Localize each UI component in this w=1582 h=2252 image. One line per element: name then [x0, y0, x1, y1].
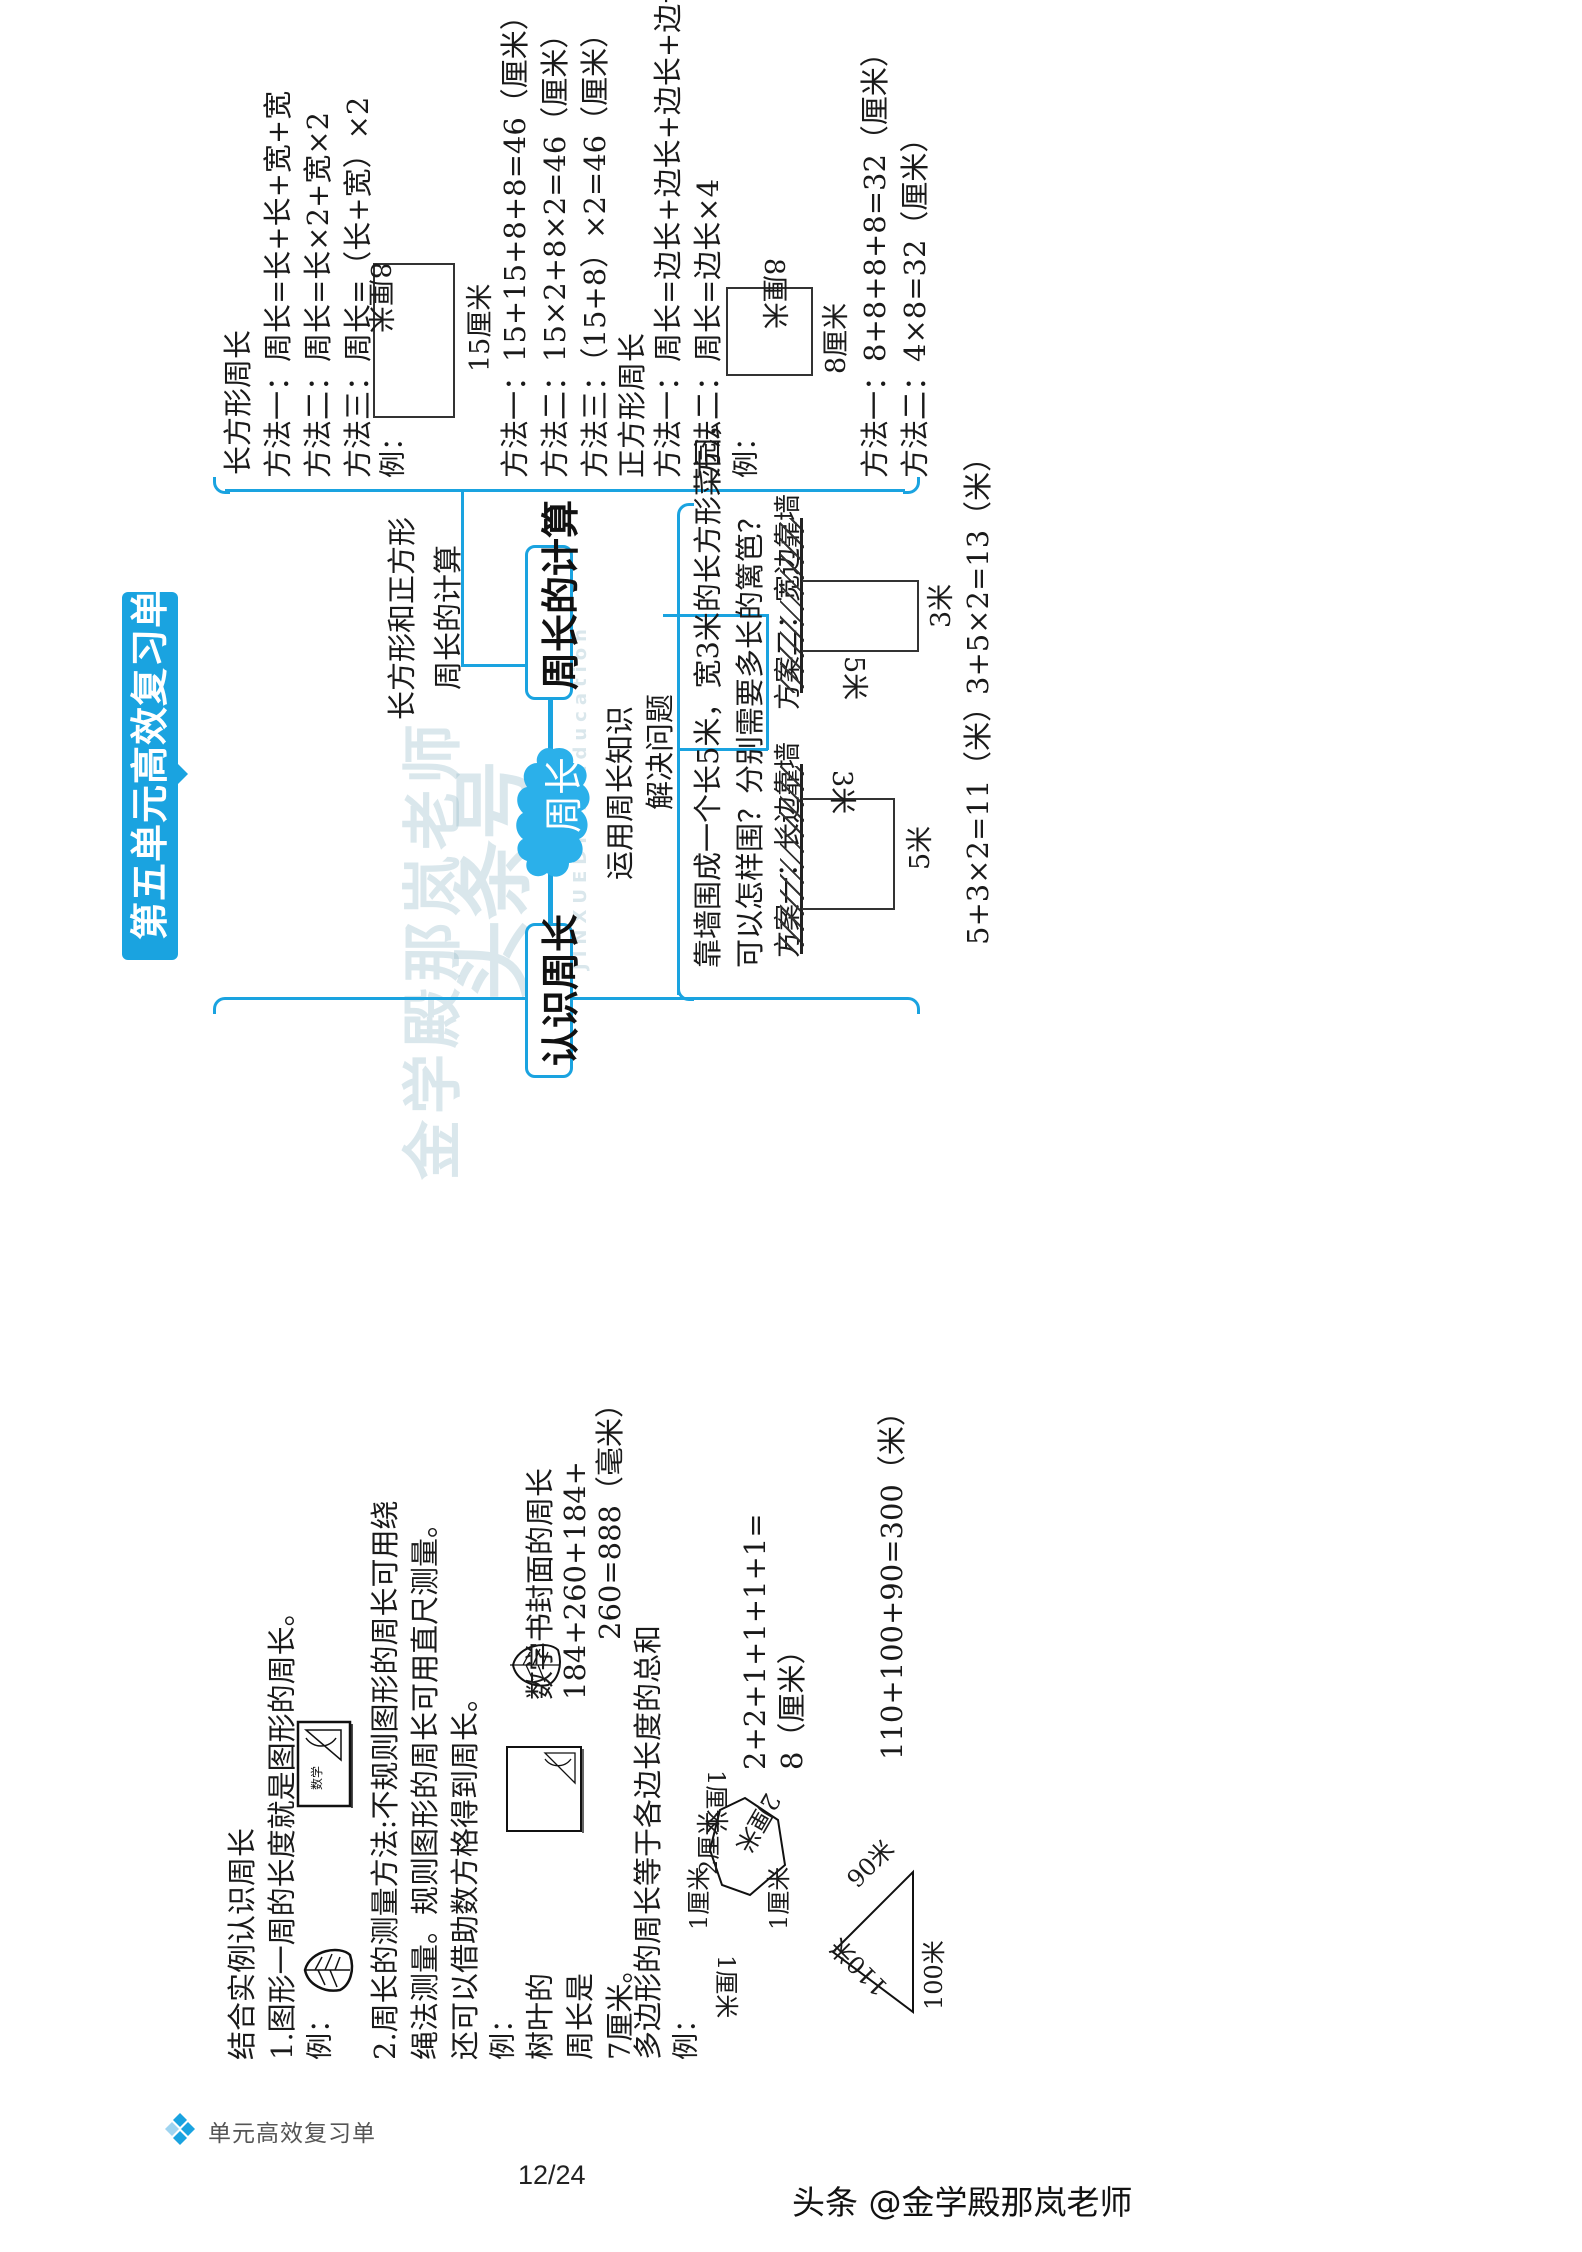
- square-dim-b: 8厘米: [821, 302, 852, 374]
- connector-rect-horizontal: [461, 664, 527, 667]
- leaf-icon-2: [510, 1644, 561, 1687]
- bracket-top-rect-left-corner: [213, 477, 230, 494]
- math-book-icon: 数学: [296, 1720, 353, 1808]
- rect-method-2: 方法二：周长=长×2+宽×2: [301, 111, 335, 478]
- recognize-point-1-example: 例：: [305, 2006, 336, 2060]
- square-example-shape: [726, 287, 813, 376]
- polygon-label-5: 1厘米: [712, 1955, 740, 2019]
- plan1-side-5m: 5米: [905, 825, 936, 870]
- bracket-problem: [677, 515, 680, 995]
- sub-branch-rect-square-line1: 长方形和正方形: [385, 516, 419, 720]
- book-text-line2: 184+260+184+: [558, 1461, 592, 1700]
- node-recognize-perimeter-label: 认识周长: [539, 913, 583, 1066]
- rect-method-1: 方法一：周长=长+长+宽+宽: [261, 90, 295, 478]
- recognize-point-2-line3: 还可以借助数方格得到周长。: [448, 1682, 482, 2060]
- square-method-1: 方法一：周长=边长+边长+边长+边长: [651, 0, 685, 478]
- plan1-answer: 5+3×2=11（米）: [961, 692, 995, 945]
- bracket-bottom-right-corner: [903, 997, 920, 1014]
- square-solution-2: 方法二：4×8=32（厘米）: [898, 123, 932, 478]
- connector-problem-vertical: [766, 614, 769, 750]
- polygon-shape: [708, 1796, 787, 1897]
- recognize-point-2-line1: 2.周长的测量方法:不规则图形的周长可用绕: [368, 1500, 402, 2060]
- rect-solution-3: 方法三：（15+8）×2=46（厘米）: [578, 18, 612, 478]
- rect-solution-2: 方法二：15×2+8×2=46（厘米）: [538, 19, 572, 478]
- polygon-label-0: 1厘米: [685, 1866, 713, 1930]
- plan2-side-5m: 5米: [838, 656, 869, 701]
- polygon-label-2: 1厘米: [702, 1770, 730, 1834]
- title-banner-pointer: [178, 764, 188, 784]
- connector-problem-join: [680, 748, 768, 751]
- spine-upper: [548, 697, 553, 757]
- recognize-intro: 结合实例认识周长: [225, 1827, 259, 2060]
- bracket-problem-top-corner: [677, 503, 694, 520]
- page-title: 第五单元高效复习单: [128, 588, 172, 940]
- square-solution-1: 方法一：8+8+8+8=32（厘米）: [858, 38, 892, 478]
- page-number: 12/24: [518, 2160, 586, 2190]
- recognize-point-3: 多边形的周长等于各边长度的总和: [631, 1624, 665, 2060]
- book-text-line1: 数学书封面的周长: [523, 1467, 557, 1700]
- leaf-text-line1: 树叶的: [523, 1972, 557, 2060]
- rect-solution-1: 方法一：15+15+8+8=46（厘米）: [498, 1, 532, 478]
- sub-branch-apply-line1: 运用周长知识: [603, 705, 637, 880]
- cloud-icon: [516, 747, 590, 877]
- node-recognize-perimeter[interactable]: 认识周长: [525, 914, 583, 1078]
- plan1-garden: [802, 798, 895, 910]
- sub-branch-rect-square-line2: 周长的计算: [431, 544, 465, 690]
- polygon-sum-line2: 8（厘米）: [775, 1635, 809, 1770]
- footer-section-label: 单元高效复习单: [208, 2121, 376, 2147]
- square-heading: 正方形周长: [615, 332, 649, 478]
- recognize-point-1: 1.图形一周的长度就是图形的周长。: [265, 1597, 299, 2060]
- plan2-garden: [802, 580, 919, 652]
- plan2-side-3m: 3米: [926, 583, 957, 628]
- recognize-point-3-example: 例：: [671, 2006, 702, 2060]
- spine-lower: [548, 870, 553, 925]
- rect-example-shape: [373, 263, 455, 418]
- square-dim-a: 8厘米: [758, 258, 789, 330]
- footer-credit: 头条 @金学殿那岚老师: [792, 2183, 1133, 2222]
- plan2-answer: 3+5×2=13（米）: [961, 442, 995, 695]
- leaf-text-line2: 周长是: [563, 1972, 597, 2060]
- recognize-point-2-example: 例：: [488, 2006, 519, 2060]
- problem-line-1: 靠墙围成一个长5米，宽3米的长方形菜园，: [691, 409, 725, 968]
- plan1-side-3m: 3米: [826, 770, 857, 815]
- center-topic-label: 周长: [542, 756, 586, 833]
- square-example-label: 例：: [731, 424, 762, 478]
- rect-example-label: 例：: [378, 424, 409, 478]
- math-book-icon-2: [506, 1746, 584, 1833]
- rect-heading: 长方形周长: [221, 329, 255, 475]
- connector-problem-horizontal: [663, 614, 768, 617]
- triangle-sum: 110+100+90=300（米）: [875, 1397, 909, 1760]
- connector-rect-vertical: [461, 490, 464, 665]
- book-text-line3: 260=888（毫米）: [593, 1388, 627, 1640]
- recognize-point-2-line2: 绳法测量。规则图形的周长可用直尺测量。: [408, 1508, 442, 2060]
- center-topic-cloud[interactable]: 周长: [515, 745, 590, 880]
- title-banner: [122, 592, 178, 960]
- sub-branch-apply-line2: 解决问题: [643, 693, 677, 810]
- polygon-sum-line1: 2+2+1+1+1+1=: [738, 1513, 772, 1771]
- bracket-bottom-left-corner: [213, 997, 230, 1014]
- plan1-wall: [800, 764, 803, 954]
- triangle-label-100: 100米: [920, 1940, 948, 2010]
- node-perimeter-calc-label: 周长的计算: [539, 499, 583, 690]
- polygon-label-4: 1厘米: [765, 1866, 793, 1930]
- node-perimeter-calc[interactable]: 周长的计算: [525, 500, 583, 700]
- svg-text:数学: 数学: [309, 1766, 324, 1790]
- plan2-wall: [800, 518, 803, 693]
- rect-dim-width: 8厘米: [364, 262, 395, 334]
- leaf-icon: [303, 1948, 354, 1992]
- bracket-top-rect: [225, 489, 905, 492]
- diamond-logo-icon: [165, 2113, 195, 2145]
- triangle-shape: [831, 1869, 914, 2014]
- watermark-line2: 金学殿那岚老师: [399, 718, 469, 1180]
- bracket-top-rect-right-corner: [903, 477, 920, 494]
- problem-line-2: 可以怎样围？分别需要多长的篱笆？: [733, 503, 767, 968]
